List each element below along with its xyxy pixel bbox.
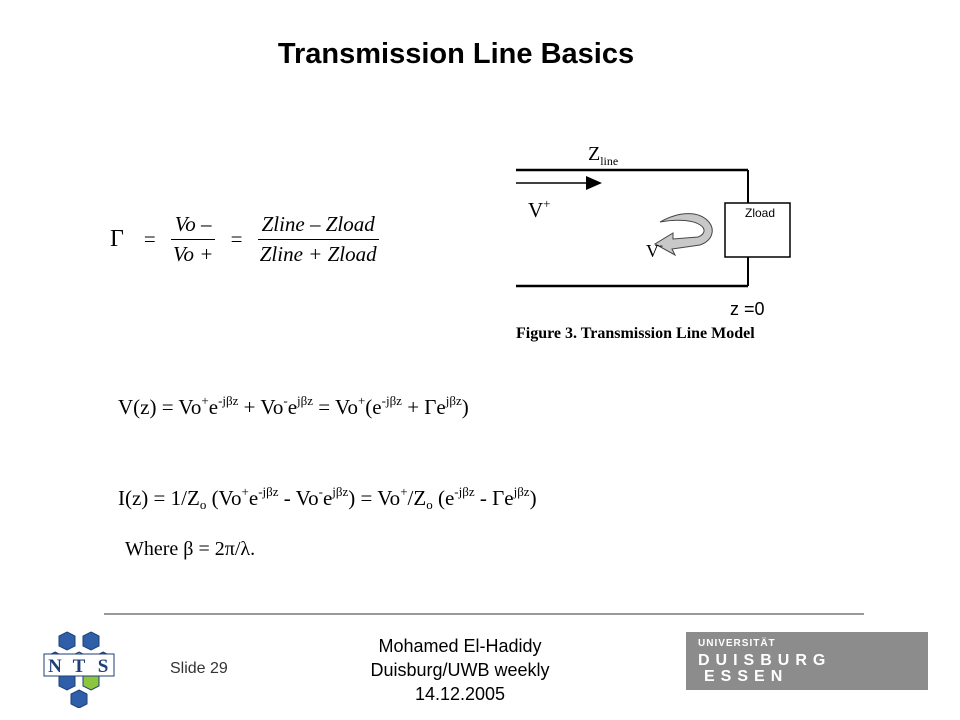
slide-number: Slide 29 bbox=[170, 660, 228, 677]
incident-wave-arrowhead bbox=[586, 176, 602, 190]
voltage-equation: V(z) = Vo+e-jβz + Vo-ejβz = Vo+(e-jβz + … bbox=[118, 393, 469, 419]
z-zero-label: z =0 bbox=[730, 299, 765, 319]
author-name: Mohamed El-Hadidy bbox=[378, 636, 542, 656]
fraction-denominator: Vo + bbox=[172, 242, 214, 266]
gamma-symbol: Γ bbox=[110, 226, 124, 252]
v-plus-label: V+ bbox=[528, 196, 551, 222]
presentation-date: 14.12.2005 bbox=[414, 684, 506, 704]
logo-letter-n: N bbox=[48, 656, 62, 677]
fraction-numerator: Zline – Zload bbox=[261, 212, 375, 236]
reflection-coefficient-equation: Γ = Vo – Vo + = Zline – Zload Zline + Zlo… bbox=[110, 212, 379, 267]
current-equation: I(z) = 1/Zo (Vo+e-jβz - Vo-ejβz) = Vo+/Z… bbox=[118, 484, 537, 512]
university-logo: UNIVERSITÄT DUISBURG ESSEN bbox=[686, 632, 928, 690]
author-info: Mohamed El-Hadidy Duisburg/UWB weekly 14… bbox=[330, 634, 590, 706]
equals-sign: = bbox=[230, 227, 243, 251]
university-essen: ESSEN bbox=[704, 668, 789, 685]
fraction-voltage: Vo – Vo + bbox=[170, 212, 216, 267]
fraction-numerator: Vo – bbox=[174, 212, 212, 236]
university-label: UNIVERSITÄT bbox=[698, 638, 776, 649]
figure-caption: Figure 3. Transmission Line Model bbox=[516, 325, 755, 342]
load-box bbox=[724, 202, 791, 258]
nts-logo: N T S bbox=[43, 631, 115, 708]
logo-letter-s: S bbox=[98, 656, 109, 677]
university-duisburg: DUISBURG bbox=[698, 652, 832, 669]
zload-label: Zload bbox=[745, 206, 775, 220]
logo-letter-t: T bbox=[73, 656, 86, 677]
fraction-denominator: Zline + Zload bbox=[259, 242, 377, 266]
zline-label: Zline bbox=[588, 143, 618, 168]
v-minus-label: V- bbox=[646, 238, 663, 261]
meeting-name: Duisburg/UWB weekly bbox=[370, 660, 550, 680]
slide-title: Transmission Line Basics bbox=[277, 38, 635, 70]
beta-definition: Where β = 2π/λ. bbox=[125, 538, 256, 560]
transmission-line-figure: Zline V+ V- Zload z =0 bbox=[516, 143, 791, 319]
reflected-wave-curved-arrow bbox=[654, 213, 713, 257]
equals-sign: = bbox=[143, 227, 156, 251]
fraction-impedance: Zline – Zload Zline + Zload bbox=[257, 212, 379, 267]
footer-divider bbox=[104, 613, 864, 615]
